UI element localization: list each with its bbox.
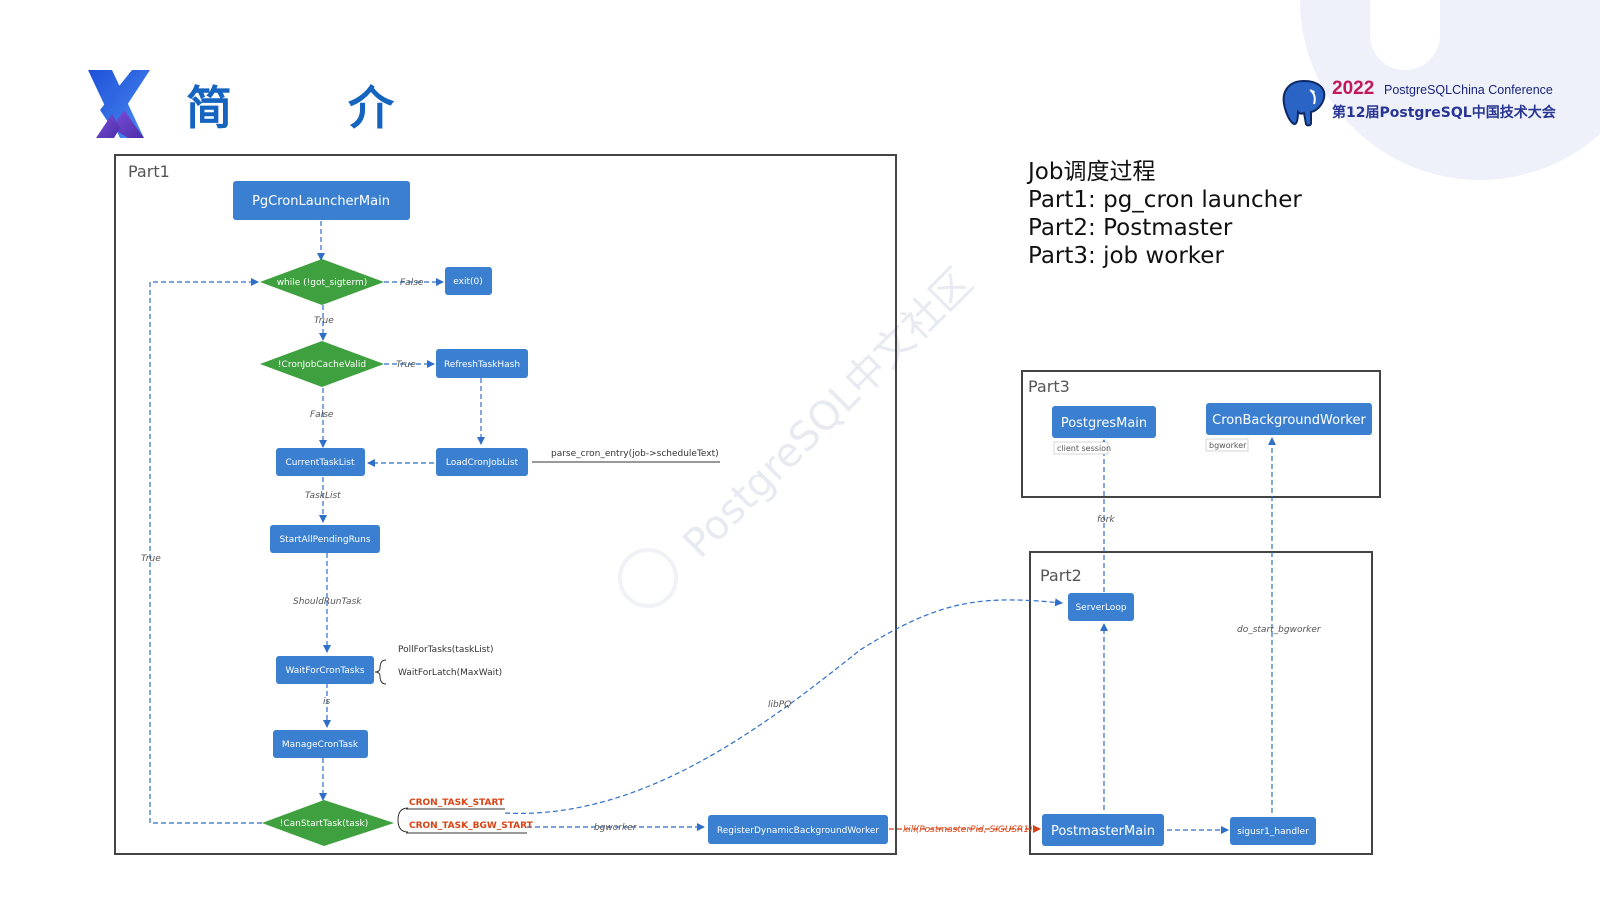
node-label: exit(0) xyxy=(453,277,482,287)
panel-part3 xyxy=(1021,370,1381,498)
brand-x-logo xyxy=(88,70,150,138)
description-line: Part1: pg_cron launcher xyxy=(1028,187,1302,213)
conference-name-cn: 第12届PostgreSQL中国技术大会 xyxy=(1332,105,1556,121)
watermark-text: PostgreSQL中文社区 xyxy=(675,260,982,567)
edge-label: True xyxy=(141,554,161,564)
node-label: StartAllPendingRuns xyxy=(279,535,370,545)
description-line: Part3: job worker xyxy=(1028,243,1224,269)
conference-logo: 2022 PostgreSQLChina Conference 第12届Post… xyxy=(1280,78,1556,134)
node-load-cron-job-list xyxy=(436,448,528,476)
edge-label: True xyxy=(396,360,416,370)
node-label: CronBackgroundWorker xyxy=(1212,413,1366,428)
note-poll-tasks: PollForTasks(taskList) xyxy=(398,645,494,655)
node-label: !CronJobCacheValid xyxy=(278,360,366,370)
edge-label: bgworker xyxy=(594,823,638,833)
node-label: ServerLoop xyxy=(1075,603,1126,613)
node-refresh-task-hash xyxy=(436,349,528,378)
edge-libpq xyxy=(504,598,1063,814)
node-server-loop xyxy=(1068,593,1134,621)
conference-year: 2022 xyxy=(1332,78,1375,99)
note-cron-task-bgw-start: CRON_TASK_BGW_START xyxy=(409,821,534,831)
page-title-char-1: 简 xyxy=(186,81,232,135)
edge-label: libPQ xyxy=(768,700,791,710)
node-label: ManageCronTask xyxy=(282,740,359,750)
node-pgcron-launcher-main xyxy=(233,181,410,220)
node-label: !CanStartTask(task) xyxy=(280,819,369,829)
node-label: sigusr1_handler xyxy=(1237,827,1309,837)
node-label: RefreshTaskHash xyxy=(444,360,520,370)
edge-label: True xyxy=(314,316,334,326)
node-label: while (!got_sigterm) xyxy=(277,278,368,288)
description-block: Job调度过程 Part1: pg_cron launcher Part2: P… xyxy=(1028,158,1302,270)
node-label: PgCronLauncherMain xyxy=(252,194,390,209)
node-cron-job-cache-valid xyxy=(260,341,384,387)
panel-label-part1: Part1 xyxy=(128,162,170,181)
elephant-icon xyxy=(1282,79,1326,127)
edge-label: do_start_bgworker xyxy=(1237,625,1322,635)
node-postmaster-main xyxy=(1042,814,1164,846)
node-label: LoadCronJobList xyxy=(446,458,519,468)
tag-client-session xyxy=(1053,441,1109,455)
node-label: RegisterDynamicBackgroundWorker xyxy=(717,826,879,836)
note-cron-task-start: CRON_TASK_START xyxy=(409,798,505,808)
node-current-task-list xyxy=(276,448,365,476)
panel-label-part3: Part3 xyxy=(1028,377,1070,396)
node-can-start-task xyxy=(262,800,394,846)
edge-loop-back xyxy=(149,278,262,824)
node-label: WaitForCronTasks xyxy=(285,666,364,676)
description-line: Part2: Postmaster xyxy=(1028,215,1233,241)
panel-part2 xyxy=(1029,551,1373,855)
note-wait-latch: WaitForLatch(MaxWait) xyxy=(398,668,502,678)
node-label: PostgresMain xyxy=(1061,416,1147,431)
node-label: CurrentTaskList xyxy=(286,458,355,468)
node-register-dynamic-bgworker xyxy=(708,815,888,844)
edge-label: kill(PostmasterPid, SIGUSR1) xyxy=(903,825,1033,835)
edge-label: fork xyxy=(1097,515,1115,525)
node-label: PostmasterMain xyxy=(1051,824,1155,839)
background-decoration xyxy=(1370,0,1440,70)
panel-label-part2: Part2 xyxy=(1040,566,1082,585)
description-line: Job调度过程 xyxy=(1028,159,1156,185)
tag-label: bgworker xyxy=(1209,441,1247,450)
panel-part1 xyxy=(114,154,897,855)
edge-label: False xyxy=(310,410,334,420)
tag-bgworker xyxy=(1205,438,1249,452)
edge-label: TaskList xyxy=(305,491,341,501)
note-parse-cron: parse_cron_entry(job->scheduleText) xyxy=(551,449,719,459)
node-postgres-main xyxy=(1052,406,1156,438)
conference-name-en: PostgreSQLChina Conference xyxy=(1384,83,1553,97)
node-manage-cron-task xyxy=(273,730,368,758)
node-while-sigterm xyxy=(260,259,384,305)
page-title-char-2: 介 xyxy=(348,81,394,135)
tag-label: client session xyxy=(1057,444,1111,453)
brace-cron-task xyxy=(397,807,409,833)
brace-wait xyxy=(374,659,387,685)
node-start-all-pending-runs xyxy=(270,525,380,553)
edge-label: ShouldRunTask xyxy=(293,597,362,607)
node-wait-for-cron-tasks xyxy=(276,656,374,684)
edge-label: False xyxy=(400,278,424,288)
watermark-elephant-icon xyxy=(618,548,678,608)
node-exit xyxy=(445,267,492,295)
node-sigusr1-handler xyxy=(1230,817,1316,845)
edge-label: is xyxy=(323,697,331,707)
node-cron-background-worker xyxy=(1206,403,1372,435)
